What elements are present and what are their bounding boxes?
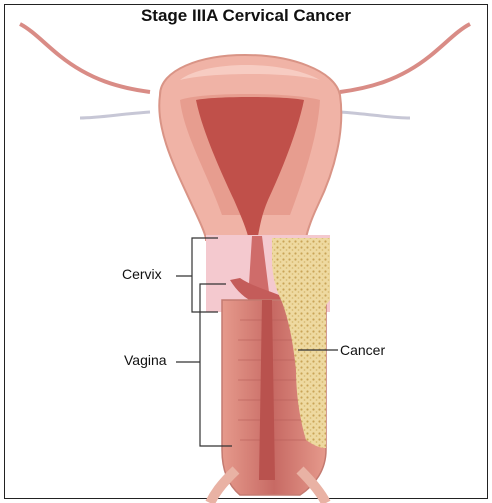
cervix-label: Cervix: [122, 266, 162, 282]
vagina-label: Vagina: [124, 352, 167, 368]
right-ligament: [340, 112, 410, 118]
left-fallopian-tube: [20, 24, 150, 92]
left-ligament: [80, 112, 150, 118]
cancer-label: Cancer: [340, 342, 385, 358]
right-fallopian-tube: [340, 24, 470, 92]
